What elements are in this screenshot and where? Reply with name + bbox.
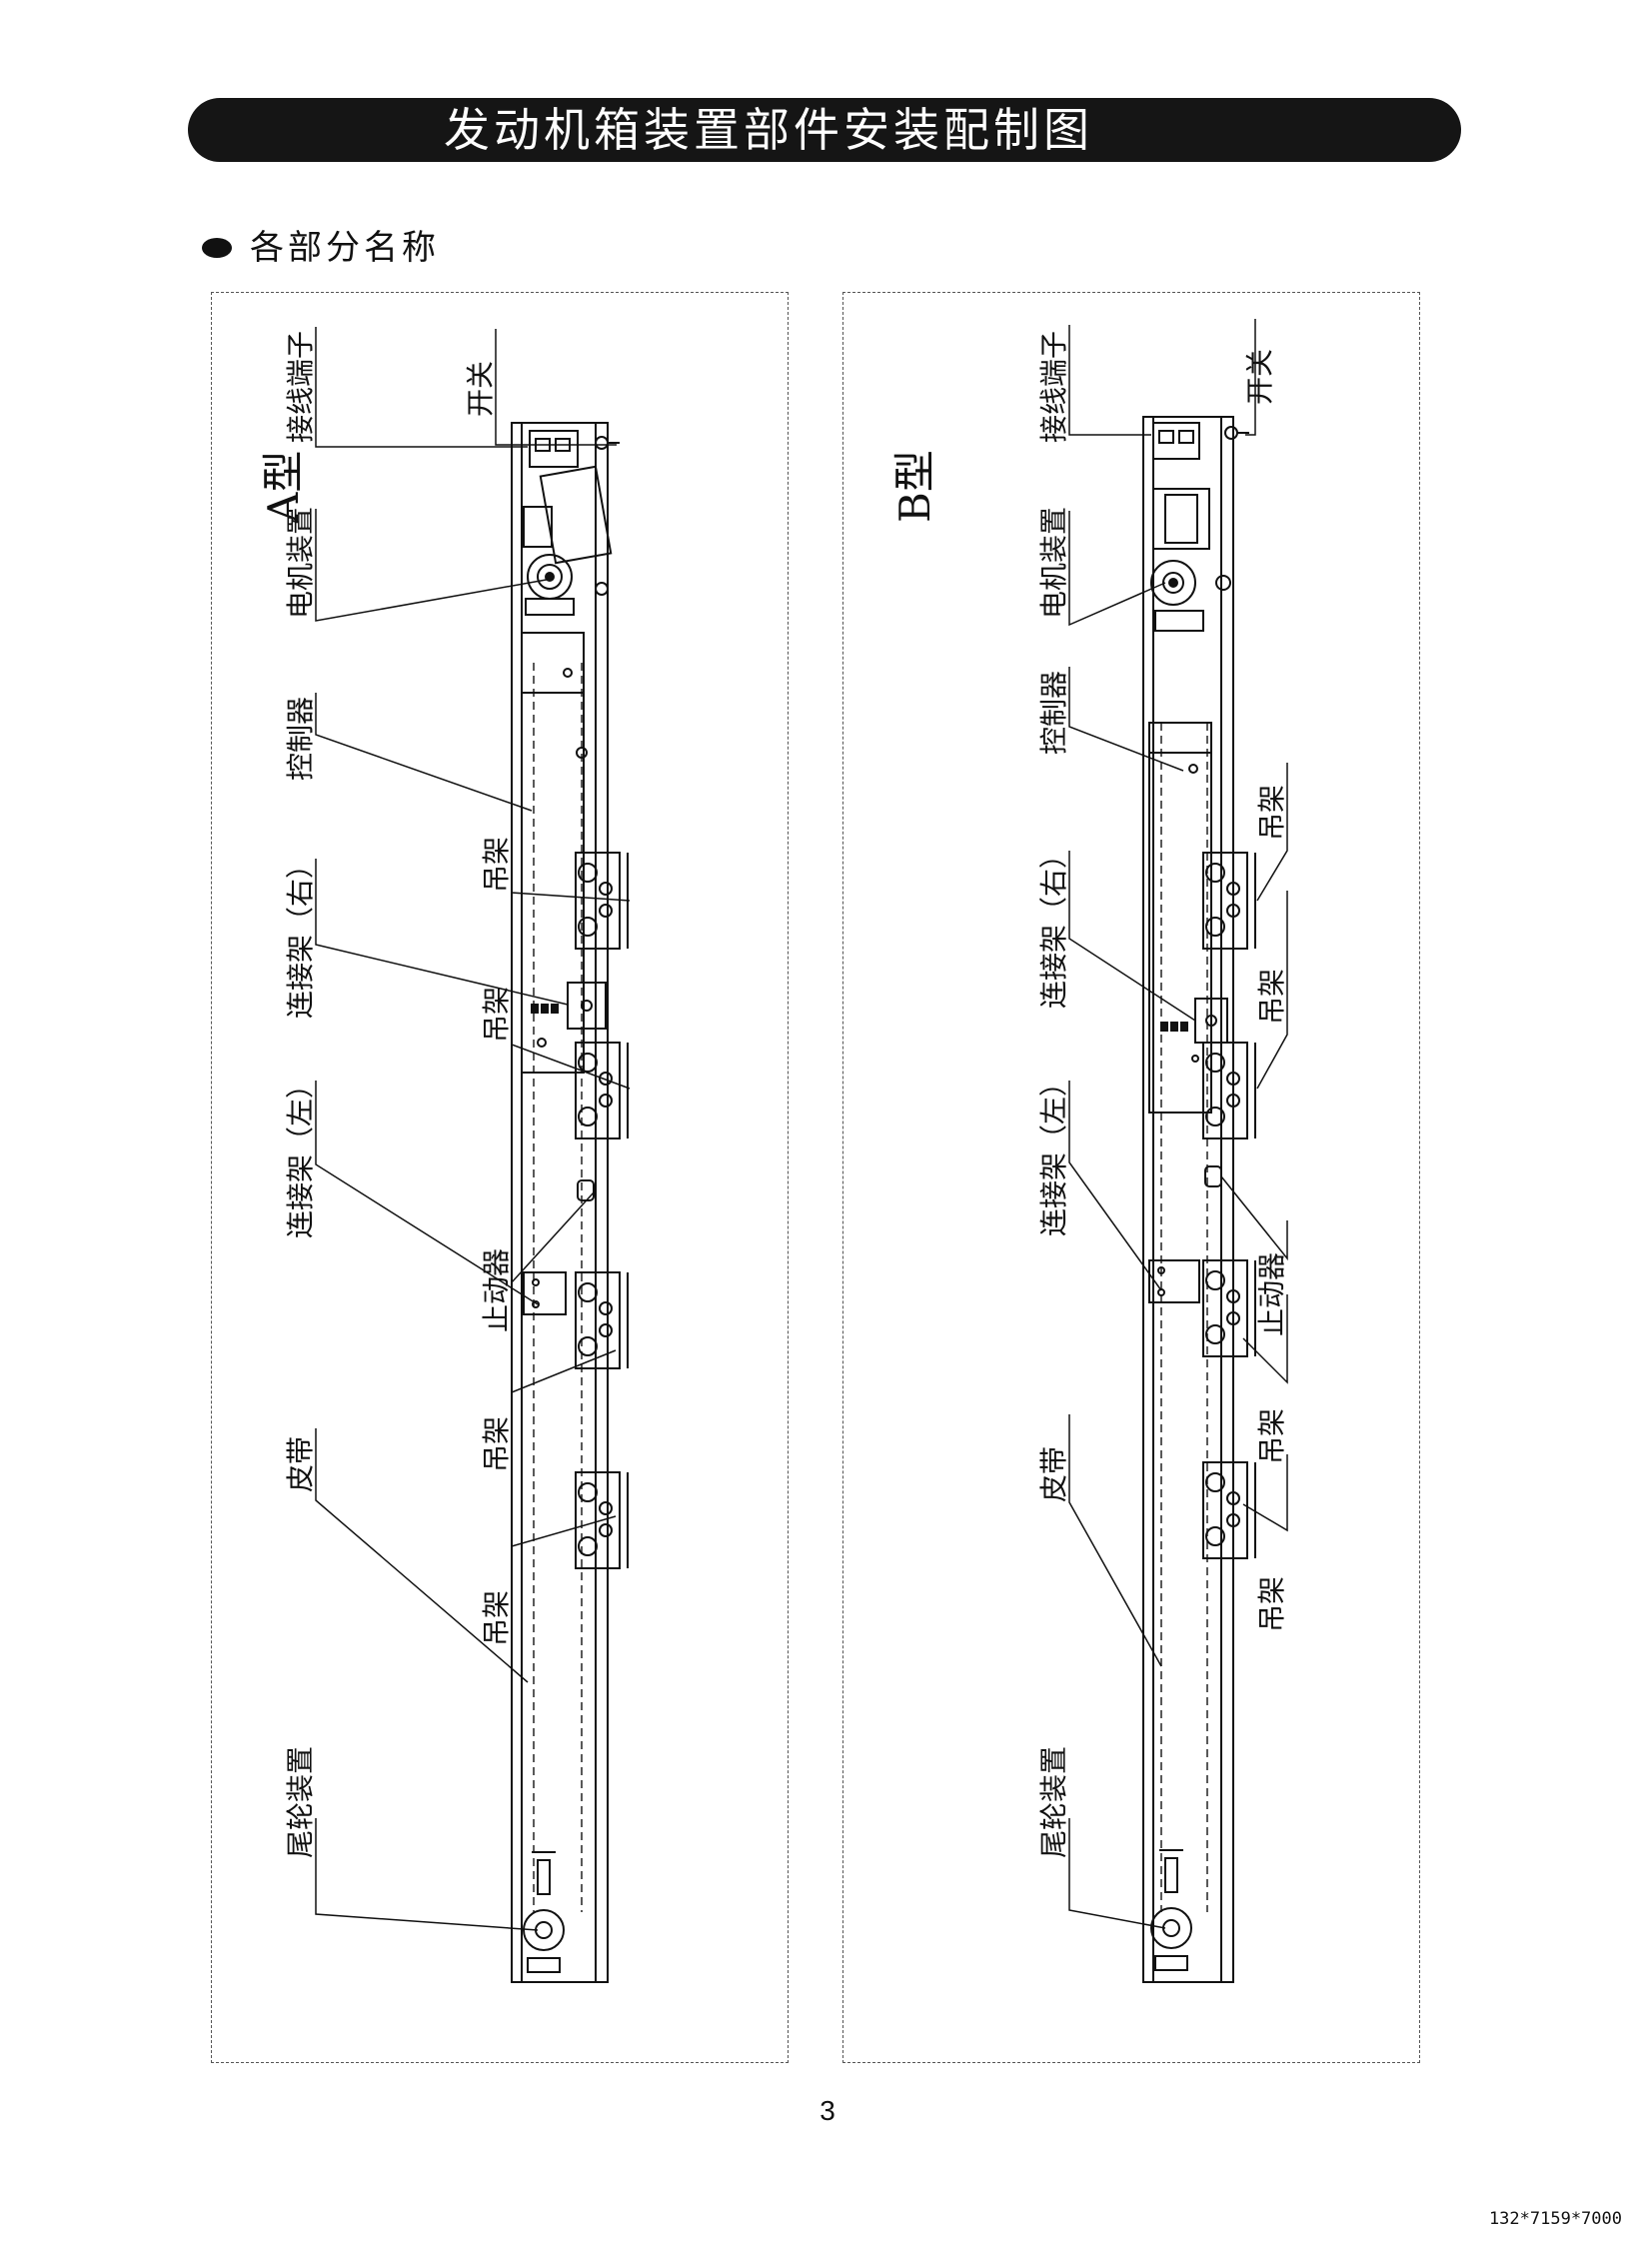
label-hanger-4: 吊架 (1255, 1576, 1288, 1632)
hanger-4 (1202, 1461, 1256, 1559)
type-label: B型 (890, 450, 939, 523)
hanger-4 (575, 1471, 629, 1569)
label-controller: 控制器 (284, 697, 317, 781)
label-belt: 皮带 (284, 1436, 317, 1492)
label-hanger-1: 吊架 (480, 837, 513, 893)
terminal-block (529, 430, 620, 468)
leader-lines (315, 327, 631, 1931)
panel-type-a: A型 接线端子 开关 电机装置 控制器 吊架 连接架（右） 吊架 连接架（左） … (211, 292, 789, 2063)
label-connector-left: 连接架（左） (1037, 1069, 1070, 1236)
tail-wheel (1150, 1849, 1192, 1971)
label-terminal: 接线端子 (284, 331, 317, 443)
housing-rail (1142, 416, 1234, 1983)
section-title: 各部分名称 (250, 228, 440, 268)
connector-left (1148, 1259, 1200, 1303)
terminal-block (1152, 422, 1249, 460)
belt-line (533, 663, 583, 1912)
belt-line (1160, 723, 1208, 1912)
hanger-3 (1202, 1259, 1256, 1357)
leader-lines (1068, 319, 1288, 1929)
label-terminal: 接线端子 (1037, 331, 1070, 443)
connector-left (523, 1271, 567, 1315)
hanger-3 (575, 1271, 629, 1369)
stopper (577, 1179, 595, 1201)
page-number: 3 (820, 2095, 835, 2126)
label-motor: 电机装置 (1037, 507, 1070, 619)
label-belt: 皮带 (1037, 1446, 1070, 1502)
label-tail-wheel: 尾轮装置 (284, 1746, 317, 1858)
label-stopper: 止动器 (480, 1248, 513, 1332)
footer-code: 132*7159*7000 (1488, 2209, 1622, 2229)
title-bar (188, 98, 1461, 162)
housing-rail (511, 422, 609, 1983)
label-hanger-1: 吊架 (1255, 785, 1288, 841)
controller-box (1148, 722, 1212, 1114)
label-stopper: 止动器 (1255, 1252, 1288, 1336)
motor-unit (523, 465, 613, 616)
bullet-icon (202, 238, 232, 258)
label-switch: 开关 (1243, 349, 1276, 405)
connector-right (567, 982, 607, 1030)
label-hanger-3: 吊架 (480, 1416, 513, 1472)
label-tail-wheel: 尾轮装置 (1037, 1746, 1070, 1858)
tail-wheel (523, 1851, 565, 1973)
label-hanger-2: 吊架 (480, 987, 513, 1043)
motor-unit (1150, 488, 1231, 632)
label-hanger-3: 吊架 (1255, 1408, 1288, 1464)
hanger-2 (1202, 1042, 1256, 1139)
hanger-2 (575, 1042, 629, 1139)
label-motor: 电机装置 (284, 507, 317, 619)
label-switch: 开关 (464, 361, 497, 417)
label-hanger-2: 吊架 (1255, 969, 1288, 1025)
label-connector-right: 连接架（右） (1037, 841, 1070, 1009)
hanger-1 (1202, 852, 1256, 950)
type-label: A型 (259, 451, 308, 524)
page-title: 发动机箱装置部件安装配制图 (444, 103, 1093, 157)
label-connector-left: 连接架（左） (284, 1071, 317, 1238)
label-hanger-4: 吊架 (480, 1590, 513, 1646)
label-controller: 控制器 (1037, 671, 1070, 755)
panel-type-b: B型 接线端子 开关 电机装置 控制器 吊架 连接架（右） 吊架 连接架（左） … (842, 292, 1420, 2063)
label-connector-right: 连接架（右） (284, 851, 317, 1019)
